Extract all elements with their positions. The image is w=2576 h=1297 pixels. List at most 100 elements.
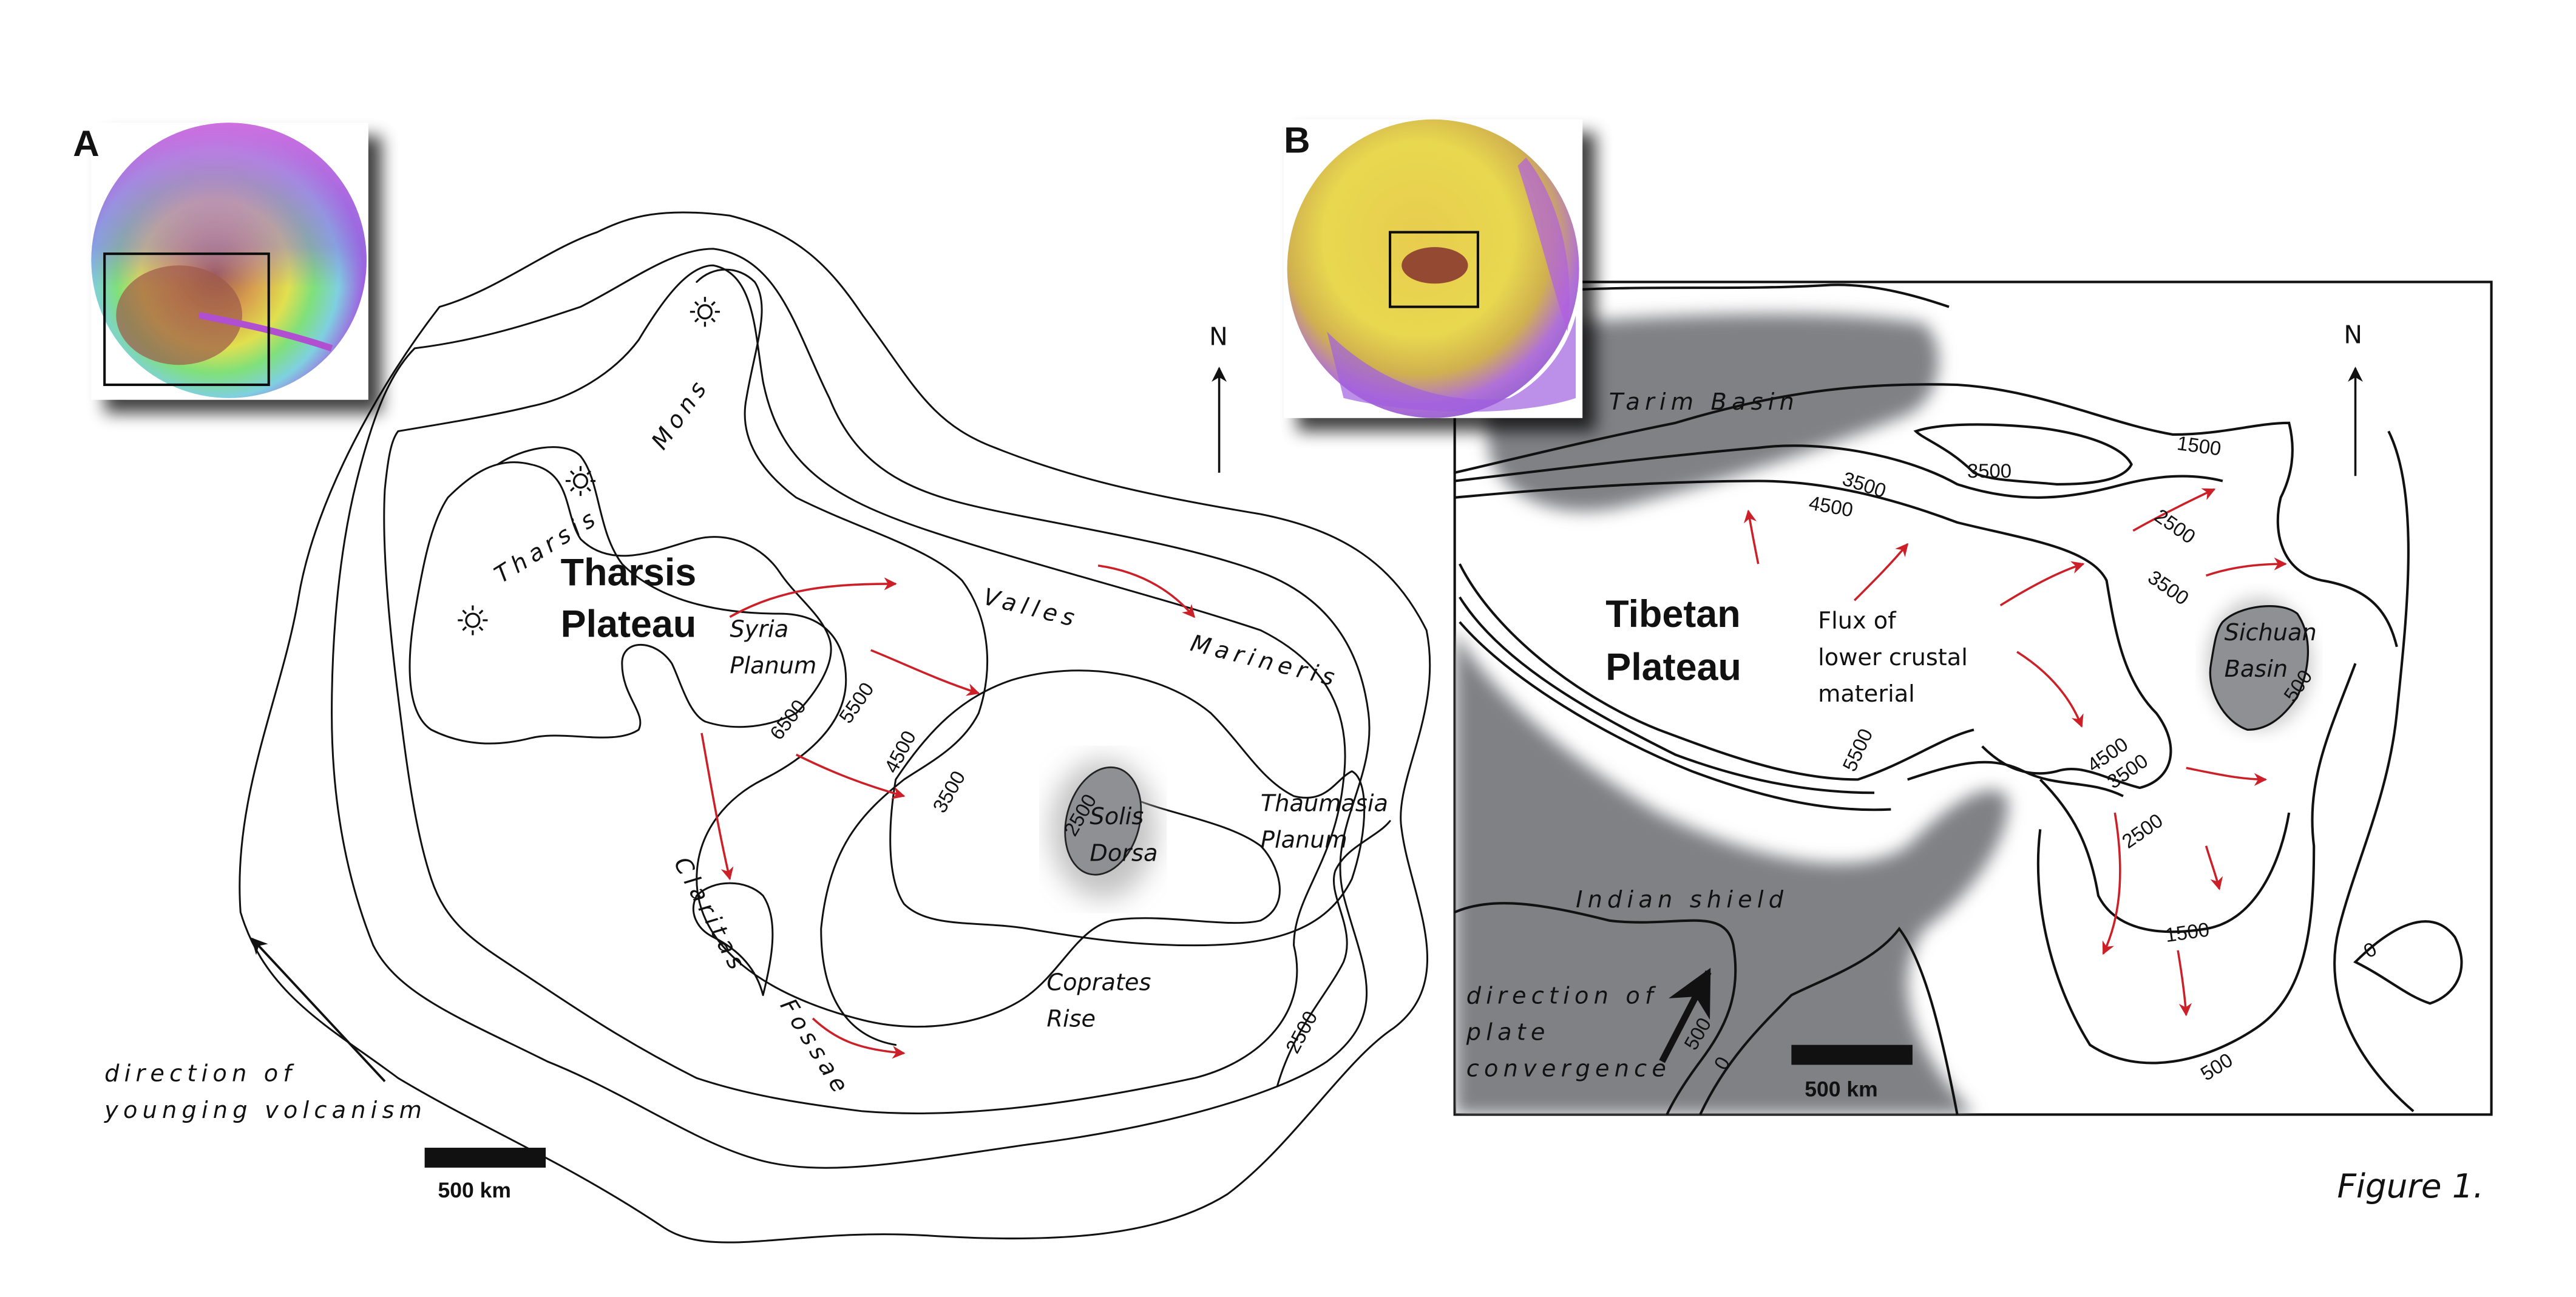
contour-line xyxy=(1907,760,2124,798)
label-marineris: Marineris xyxy=(1188,629,1342,693)
flow-arrow xyxy=(1097,564,1195,618)
inset-earth-globe xyxy=(1284,119,1583,418)
label-solis-1: Solis xyxy=(1090,803,1144,830)
panel-letter-a: A xyxy=(73,123,99,164)
label-fossae: Fossae xyxy=(774,994,856,1102)
tibet-flow-arrows xyxy=(1743,488,2287,1017)
label-coprates-1: Coprates xyxy=(1046,969,1151,996)
label-thaumasia-2: Planum xyxy=(1261,826,1347,853)
contour-line xyxy=(1459,596,1875,794)
contour-line xyxy=(1454,383,2398,648)
flow-arrow xyxy=(729,577,897,618)
flow-arrow xyxy=(2205,845,2223,890)
label-indian-shield: Indian shield xyxy=(1576,886,1788,913)
volcano-icon xyxy=(690,297,720,327)
contour-label: 2500 xyxy=(1281,1007,1322,1057)
label-valles: Valles xyxy=(980,583,1082,634)
plateau-title-line1: Tharsis xyxy=(561,552,697,594)
label-mons: Mons xyxy=(646,373,714,455)
convergence-text-3: convergence xyxy=(1466,1055,1671,1083)
contour-label: 4500 xyxy=(880,727,920,777)
contour-2500-right xyxy=(1276,820,1391,1088)
direction-arrow-volcanism: direction of younging volcanism xyxy=(104,937,427,1124)
mars-flow-arrows xyxy=(700,564,1195,1059)
label-claritas: Claritas xyxy=(668,853,753,978)
contour-line xyxy=(1454,479,2172,790)
plateau-title-b-line1: Tibetan xyxy=(1605,593,1740,635)
convergence-text-1: direction of xyxy=(1466,982,1658,1009)
contour-label: 3500 xyxy=(1967,459,2012,482)
contour-line xyxy=(1459,621,1891,811)
solis-dorsa-basin xyxy=(1049,759,1156,899)
contour-line xyxy=(1454,902,1737,1115)
label-sichuan-1: Sichuan xyxy=(2225,619,2317,646)
north-label-b: N xyxy=(2344,320,2362,350)
flow-arrow xyxy=(2016,651,2084,728)
flow-arrow xyxy=(812,1017,906,1059)
plateau-title-b-line2: Plateau xyxy=(1605,646,1741,688)
volcano-icon xyxy=(458,605,488,635)
label-tarim-basin: Tarim Basin xyxy=(1609,388,1799,416)
label-sichuan-2: Basin xyxy=(2225,655,2288,683)
flow-arrow xyxy=(795,753,906,799)
flux-text-3: material xyxy=(1818,680,1915,708)
flow-arrow xyxy=(2186,767,2268,787)
north-label: N xyxy=(1209,322,1228,351)
north-arrow-a: N xyxy=(1209,322,1228,473)
contour-5500 xyxy=(497,446,1281,1028)
north-arrow-b: N xyxy=(2344,320,2363,476)
contour-label: 3500 xyxy=(928,767,970,817)
contour-line xyxy=(2036,663,2357,1065)
volcano-icon xyxy=(565,466,596,496)
scale-bar-b: 500 km xyxy=(1791,1045,1913,1101)
inset-mars-globe xyxy=(91,123,368,400)
convergence-text-2: plate xyxy=(1466,1018,1550,1046)
direction-text-2: younging volcanism xyxy=(104,1097,427,1124)
label-syria-2: Planum xyxy=(730,652,816,679)
contour-line xyxy=(1699,926,1959,1115)
contour-label: 6500 xyxy=(765,696,810,744)
label-solis-2: Dorsa xyxy=(1090,839,1158,867)
flow-arrow xyxy=(870,649,980,696)
contour-line xyxy=(1459,563,1974,781)
plateau-title-line2: Plateau xyxy=(561,603,697,645)
contour-line xyxy=(2353,920,2463,1005)
flux-text-2: lower crustal xyxy=(1818,644,1968,671)
scale-label: 500 km xyxy=(438,1178,510,1202)
indian-shield xyxy=(1454,630,2008,1115)
contour-line xyxy=(1454,444,2223,499)
contour-line xyxy=(1913,423,2133,486)
scale-label-b: 500 km xyxy=(1805,1077,1877,1101)
flow-arrow xyxy=(2206,557,2287,577)
sichuan-basin xyxy=(2209,605,2310,731)
contour-4500 xyxy=(696,268,989,1046)
flow-arrow xyxy=(2132,488,2216,532)
flow-arrow xyxy=(2177,950,2192,1017)
inset-region-box-b xyxy=(1389,231,1479,308)
label-thaumasia-1: Thaumasia xyxy=(1261,790,1388,817)
label-syria-1: Syria xyxy=(730,615,788,643)
contour-line xyxy=(1567,283,1950,308)
panel-letter-b: B xyxy=(1284,120,1310,160)
flow-arrow xyxy=(1999,561,2085,606)
panel-a: Tharsis Mons Tharsis Plateau Syria Planu… xyxy=(73,123,1431,1244)
flow-arrow xyxy=(1853,543,1909,601)
solis-dorsa-outline xyxy=(1064,766,1142,876)
volcano-icons xyxy=(458,297,720,635)
flux-text-1: Flux of xyxy=(1818,608,1897,635)
flow-arrow xyxy=(1743,509,1760,564)
contour-2 xyxy=(331,248,1371,1169)
contour-line xyxy=(2039,778,2291,933)
label-coprates-2: Rise xyxy=(1046,1006,1096,1033)
contour-claritas xyxy=(692,882,774,997)
contour-line xyxy=(2333,430,2415,1112)
flow-arrow xyxy=(2102,812,2121,955)
direction-text-1: direction of xyxy=(104,1060,296,1088)
contour-6500 xyxy=(408,461,832,745)
inset-region-box xyxy=(103,252,270,387)
contour-3500 xyxy=(889,669,1366,947)
contour-label: 5500 xyxy=(835,678,878,727)
tibet-contours xyxy=(1454,283,2463,1115)
panel-b: Tarim Basin Indian shield Sichuan Basin … xyxy=(1284,119,2493,1116)
